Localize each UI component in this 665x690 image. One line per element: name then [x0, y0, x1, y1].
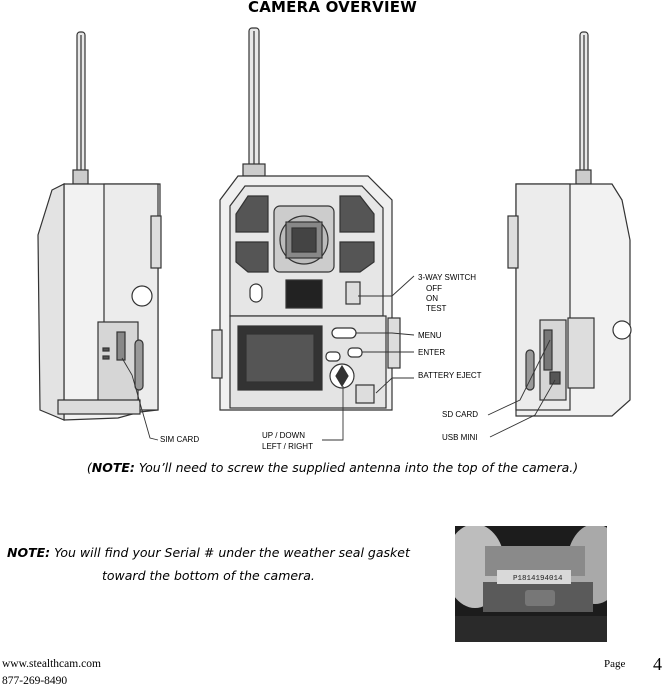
- camera-overview-diagram: 3-WAY SWITCH OFF ON TEST MENU ENTER BATT…: [37, 27, 632, 451]
- label-switch-test: TEST: [426, 304, 447, 313]
- footer-page-label: Page: [604, 658, 626, 670]
- label-usb-mini: USB MINI: [442, 433, 478, 442]
- label-left-right: LEFT / RIGHT: [262, 442, 313, 451]
- label-3-way-switch: 3-WAY SWITCH: [418, 273, 476, 282]
- footer-phone: 877-269-8490: [2, 675, 68, 687]
- serial-note-text-2: toward the bottom of the camera.: [102, 568, 315, 583]
- label-sd-card: SD CARD: [442, 410, 478, 419]
- diagram-labels: 3-WAY SWITCH OFF ON TEST MENU ENTER BATT…: [160, 273, 482, 451]
- label-battery-eject: BATTERY EJECT: [418, 371, 482, 380]
- label-switch-on: ON: [426, 294, 438, 303]
- footer-website[interactable]: www.stealthcam.com: [2, 658, 101, 670]
- footer-contact: www.stealthcam.com 877-269-8490: [2, 656, 101, 690]
- label-menu: MENU: [418, 331, 442, 340]
- serial-note-prefix: NOTE:: [7, 545, 51, 560]
- label-enter: ENTER: [418, 348, 445, 357]
- page-title: CAMERA OVERVIEW: [248, 0, 417, 16]
- label-up-down: UP / DOWN: [262, 431, 305, 440]
- camera-left-side-view: [37, 31, 162, 421]
- camera-front-view: [211, 27, 401, 411]
- antenna-note: (NOTE: You’ll need to screw the supplied…: [86, 460, 579, 475]
- serial-note-text-1: You will find your Serial # under the we…: [50, 545, 410, 560]
- antenna-note-prefix: NOTE:: [91, 460, 135, 475]
- serial-number-photo: P1814194014: [455, 526, 607, 642]
- serial-sticker-text: P1814194014: [513, 575, 563, 583]
- label-switch-off: OFF: [426, 284, 442, 293]
- footer-page-number: 4: [653, 654, 662, 674]
- camera-right-side-view: [507, 31, 632, 417]
- label-sim-card: SIM CARD: [160, 435, 199, 444]
- callout-lines: [121, 275, 556, 441]
- antenna-note-text: You’ll need to screw the supplied antenn…: [134, 460, 574, 475]
- serial-note: NOTE: You will find your Serial # under …: [7, 541, 437, 587]
